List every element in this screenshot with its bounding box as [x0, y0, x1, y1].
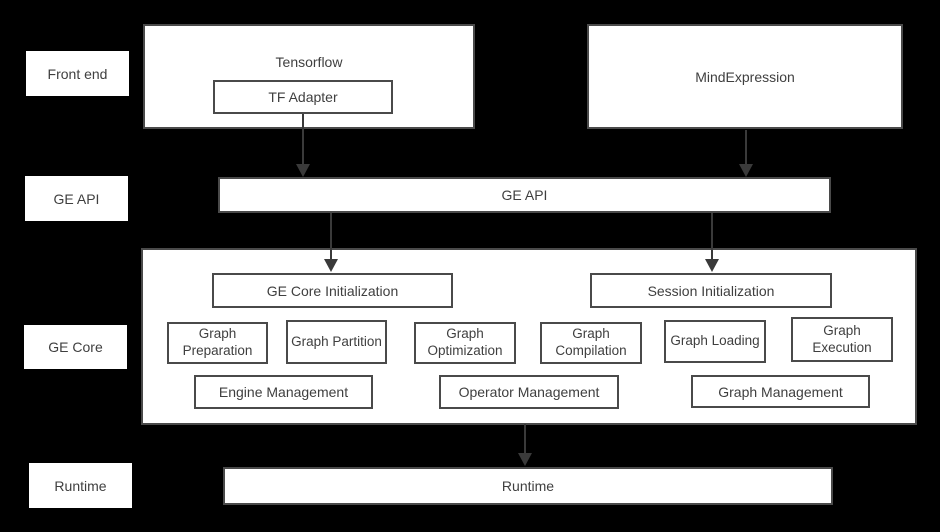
- graph-compilation-box: Graph Compilation: [540, 322, 642, 364]
- arrow-ge-core-to-runtime: [518, 424, 532, 466]
- arrow-shaft: [711, 213, 713, 259]
- mindexpression-box: MindExpression: [587, 24, 903, 129]
- operator-management-box: Operator Management: [439, 375, 619, 409]
- graph-loading-box: Graph Loading: [664, 320, 766, 363]
- graph-partition-box: Graph Partition: [286, 320, 387, 364]
- graph-management-box: Graph Management: [691, 375, 870, 408]
- graph-execution-box: Graph Execution: [791, 317, 893, 362]
- arrow-head-icon: [739, 164, 753, 177]
- layer-label-runtime: Runtime: [29, 463, 132, 508]
- runtime-bar: Runtime: [223, 467, 833, 505]
- arrow-head-icon: [518, 453, 532, 466]
- layer-label-ge-core: GE Core: [24, 325, 127, 369]
- graph-optimization-box: Graph Optimization: [414, 322, 516, 364]
- session-initialization-box: Session Initialization: [590, 273, 832, 308]
- graph-preparation-box: Graph Preparation: [167, 322, 268, 364]
- arrow-shaft: [524, 424, 526, 453]
- tf-adapter-box: TF Adapter: [213, 80, 393, 114]
- arrow-ge-api-to-session-initialization: [705, 213, 719, 272]
- ge-api-bar: GE API: [218, 177, 831, 213]
- arrow-head-icon: [296, 164, 310, 177]
- arrow-shaft: [302, 114, 304, 164]
- arrow-mindexpression-to-ge-api: [739, 130, 753, 177]
- engine-management-box: Engine Management: [194, 375, 373, 409]
- arrow-ge-api-to-ge-core-initialization: [324, 213, 338, 272]
- tensorflow-label: Tensorflow: [275, 54, 343, 70]
- arrow-tf-adapter-to-ge-api: [296, 114, 310, 177]
- arrow-shaft: [330, 213, 332, 259]
- ge-core-initialization-box: GE Core Initialization: [212, 273, 453, 308]
- layer-label-ge-api: GE API: [25, 176, 128, 221]
- layer-label-front-end: Front end: [26, 51, 129, 96]
- arrow-shaft: [745, 130, 747, 164]
- arrow-head-icon: [705, 259, 719, 272]
- arrow-head-icon: [324, 259, 338, 272]
